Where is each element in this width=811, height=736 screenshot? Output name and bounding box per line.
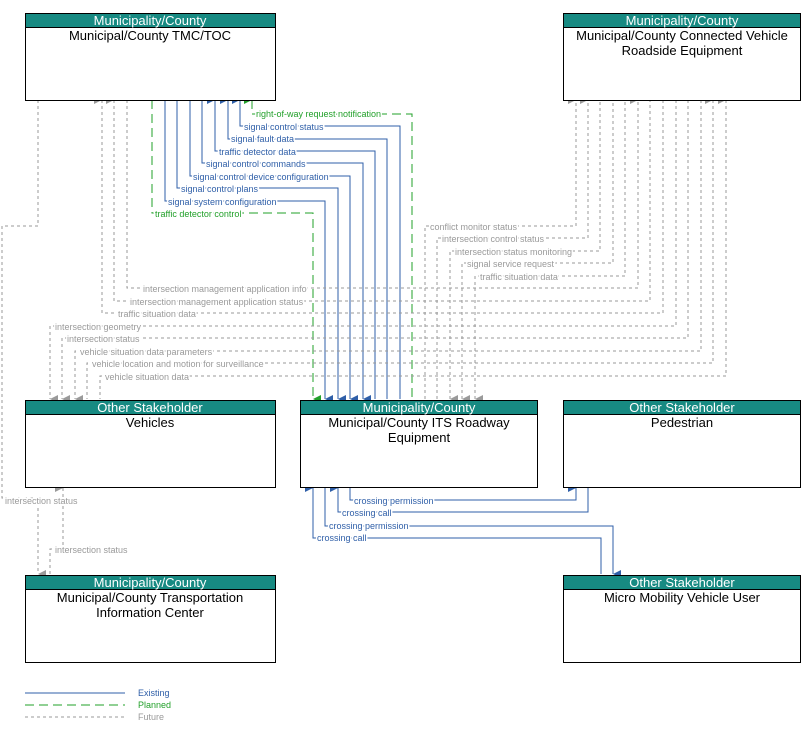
box-its-name-line2: Equipment (388, 430, 451, 445)
legend-future-label: Future (138, 712, 164, 722)
box-tmc-toc-name: Municipal/County TMC/TOC (69, 28, 231, 43)
box-tic-stakeholder: Municipality/County (94, 575, 207, 590)
flow-label-signal-fault-data: signal fault data (231, 134, 294, 144)
flow-label-conflict-monitor-status: conflict monitor status (430, 222, 518, 232)
flow-line-vehicle-location-motion (86, 96, 714, 399)
flow-label-intersection-control-status: intersection control status (442, 234, 545, 244)
flow-line-tmc-traffic-situation-data (94, 96, 664, 314)
box-tic-name-line1: Municipal/County Transportation (57, 590, 243, 605)
flow-label-signal-control-plans: signal control plans (181, 184, 259, 194)
box-its-name-line1: Municipal/County ITS Roadway (328, 415, 510, 430)
flow-line-signal-control-plans (176, 100, 346, 403)
box-tic-name-line2: Information Center (96, 605, 204, 620)
flow-label-im-application-status: intersection management application stat… (130, 297, 304, 307)
flow-line-signal-system-configuration (164, 100, 333, 403)
box-cv-name-line1: Municipal/County Connected Vehicle (576, 28, 788, 43)
flow-line-signal-control-commands (201, 100, 371, 403)
box-pedestrian-name: Pedestrian (651, 415, 713, 430)
flow-line-intersection-geometry (49, 100, 677, 403)
legend-existing-label: Existing (138, 688, 170, 698)
flow-label-right-of-way-request: right-of-way request notification (256, 109, 381, 119)
flow-line-traffic-detector-data (207, 96, 376, 399)
box-transportation-information-center: Municipality/County Municipal/County Tra… (25, 575, 276, 663)
box-pedestrian-stakeholder: Other Stakeholder (629, 400, 735, 415)
legend: Existing Planned Future (25, 688, 171, 722)
flow-line-vehicle-situation-data-parameters (74, 100, 702, 403)
box-cv-stakeholder: Municipality/County (626, 13, 739, 28)
flow-label-signal-service-request: signal service request (467, 259, 555, 269)
flow-line-ped-crossing-call (330, 484, 589, 513)
flow-line-signal-control-device-config (189, 100, 358, 403)
flow-line-tic-vehicles-intersection-status (49, 484, 64, 574)
box-cv-name-line2: Roadside Equipment (622, 43, 743, 58)
flow-line-im-application-status (106, 96, 651, 302)
legend-planned-label: Planned (138, 700, 171, 710)
flow-label-traffic-detector-data: traffic detector data (219, 147, 296, 157)
flow-label-intersection-status-monitoring: intersection status monitoring (455, 247, 572, 257)
flow-line-signal-service-request (461, 100, 614, 403)
flow-label-signal-control-status: signal control status (244, 122, 324, 132)
flow-line-mm-crossing-permission (324, 488, 621, 578)
flow-label-vehicle-location-motion: vehicle location and motion for surveill… (92, 359, 264, 369)
flow-label-cv-traffic-situation-data: traffic situation data (480, 272, 558, 282)
flow-label-tic-vehicles-intersection-status: intersection status (55, 545, 128, 555)
flow-label-mm-crossing-permission: crossing permission (329, 521, 409, 531)
flow-label-vehicles-intersection-status: intersection status (67, 334, 140, 344)
flow-label-traffic-detector-control: traffic detector control (155, 209, 241, 219)
flow-line-ped-crossing-permission (349, 484, 577, 501)
flow-label-signal-control-device-config: signal control device configuration (193, 172, 329, 182)
flow-label-signal-system-configuration: signal system configuration (168, 197, 277, 207)
flow-label-signal-control-commands: signal control commands (206, 159, 306, 169)
box-tmc-toc: Municipality/County Municipal/County TMC… (25, 13, 276, 101)
flow-line-im-application-info (126, 96, 639, 289)
box-cv-roadside-equipment: Municipality/County Municipal/County Con… (563, 13, 801, 101)
flow-label-ped-crossing-call: crossing call (342, 508, 392, 518)
flow-line-tmc-tic-intersection-status (1, 100, 46, 578)
flow-label-intersection-geometry: intersection geometry (55, 322, 142, 332)
box-its-roadway-equipment: Municipality/County Municipal/County ITS… (300, 400, 538, 488)
box-vehicles: Other Stakeholder Vehicles (25, 400, 276, 488)
flow-label-tmc-traffic-situation-data: traffic situation data (118, 309, 196, 319)
flow-label-mm-crossing-call: crossing call (317, 533, 367, 543)
flow-line-traffic-detector-control (151, 100, 321, 403)
flow-line-right-of-way-request (244, 96, 413, 399)
flow-line-vehicle-situation-data (99, 96, 727, 399)
flow-label-im-application-info: intersection management application info (143, 284, 307, 294)
flow-line-intersection-status-monitoring (449, 100, 601, 403)
flow-line-signal-control-status (232, 96, 401, 399)
box-its-stakeholder: Municipality/County (363, 400, 476, 415)
flow-label-ped-crossing-permission: crossing permission (354, 496, 434, 506)
flow-line-vehicles-intersection-status (61, 100, 689, 403)
box-vehicles-name: Vehicles (126, 415, 175, 430)
flow-line-signal-fault-data (220, 96, 388, 399)
flow-line-intersection-control-status (436, 96, 589, 399)
box-vehicles-stakeholder: Other Stakeholder (97, 400, 203, 415)
flow-label-vehicle-situation-data: vehicle situation data (105, 372, 189, 382)
box-pedestrian: Other Stakeholder Pedestrian (563, 400, 801, 488)
box-mm-name: Micro Mobility Vehicle User (604, 590, 761, 605)
box-micro-mobility-vehicle-user: Other Stakeholder Micro Mobility Vehicle… (563, 575, 801, 663)
flow-line-mm-crossing-call (305, 484, 602, 574)
flow-label-vehicle-situation-data-parameters: vehicle situation data parameters (80, 347, 213, 357)
box-mm-stakeholder: Other Stakeholder (629, 575, 735, 590)
box-tmc-toc-stakeholder: Municipality/County (94, 13, 207, 28)
flow-label-tmc-tic-intersection-status: intersection status (5, 496, 78, 506)
